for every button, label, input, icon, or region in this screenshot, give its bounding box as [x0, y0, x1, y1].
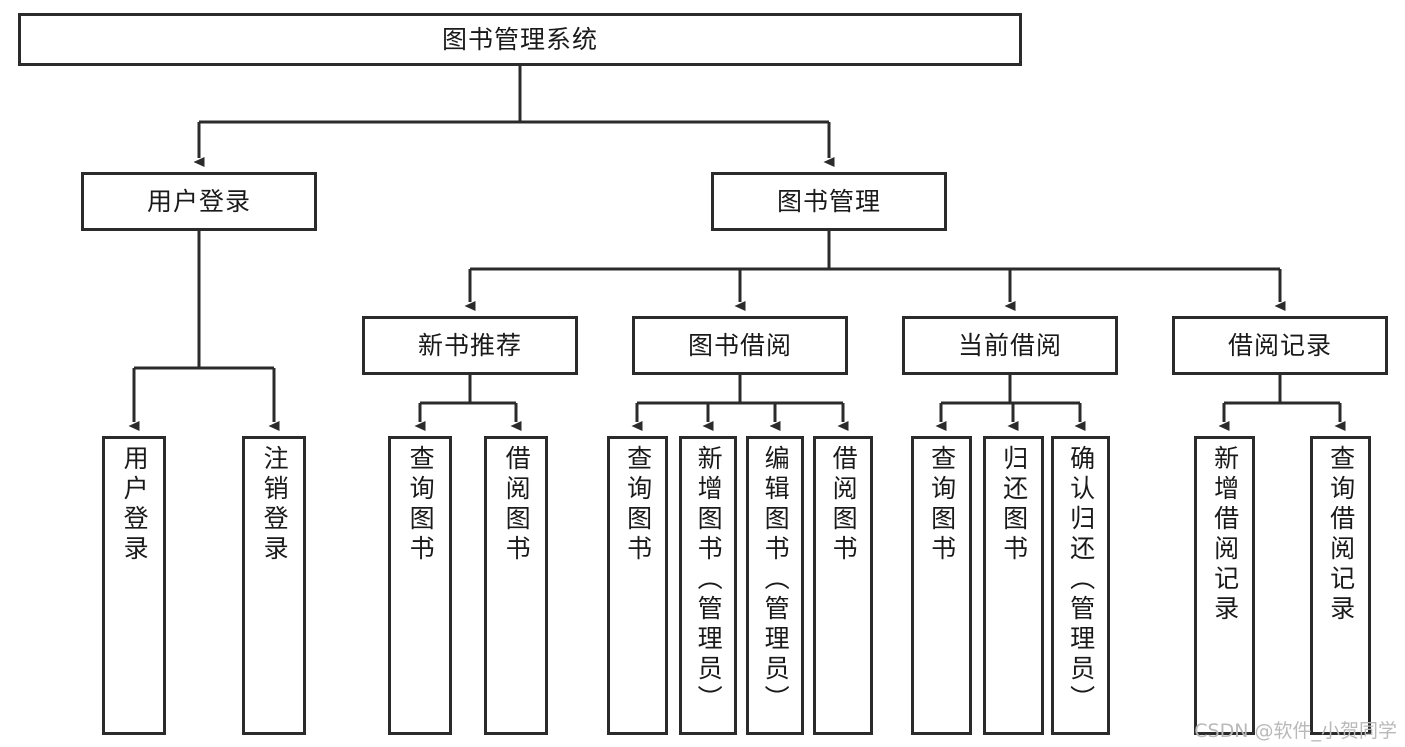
node-leaf-add-record[interactable]: 新增借阅记录 [1194, 436, 1255, 735]
node-leaf-return-book[interactable]: 归还图书 [983, 436, 1044, 735]
csdn-watermark: CSDN @软件_小贺同学 [1194, 720, 1397, 742]
node-label: 查询图书 [927, 445, 957, 565]
node-label: 查询借阅记录 [1326, 445, 1356, 625]
node-label: 查询图书 [406, 445, 436, 565]
node-label: 注销登录 [260, 445, 290, 565]
node-leaf-query-book-2[interactable]: 查询图书 [607, 436, 668, 735]
node-label: 借阅图书 [829, 445, 859, 565]
node-borrow-record[interactable]: 借阅记录 [1172, 316, 1388, 375]
node-label: 归还图书 [999, 445, 1029, 565]
node-current-borrow[interactable]: 当前借阅 [902, 316, 1118, 375]
node-user-login[interactable]: 用户登录 [81, 172, 317, 231]
node-leaf-borrow-book-2[interactable]: 借阅图书 [813, 436, 873, 735]
node-leaf-user-login[interactable]: 用户登录 [102, 436, 166, 735]
node-label: 新增借阅记录 [1210, 445, 1240, 625]
node-label: 用户登录 [120, 445, 150, 565]
node-leaf-confirm-return[interactable]: 确认归还（管理员） [1051, 436, 1110, 735]
node-label: 确认归还（管理员） [1066, 445, 1096, 715]
node-leaf-query-record[interactable]: 查询借阅记录 [1310, 436, 1371, 735]
node-label: 查询图书 [623, 445, 653, 565]
node-new-book-recommend[interactable]: 新书推荐 [362, 316, 578, 375]
node-label: 图书管理系统 [441, 24, 598, 54]
node-label: 用户登录 [146, 186, 251, 216]
node-book-management[interactable]: 图书管理 [711, 172, 947, 231]
node-leaf-logout-login[interactable]: 注销登录 [242, 436, 306, 735]
node-leaf-query-book-1[interactable]: 查询图书 [388, 436, 452, 735]
node-label: 当前借阅 [957, 330, 1062, 360]
node-leaf-add-book[interactable]: 新增图书（管理员） [679, 436, 737, 735]
node-label: 图书管理 [776, 186, 881, 216]
node-book-borrow[interactable]: 图书借阅 [632, 316, 848, 375]
node-leaf-borrow-book-1[interactable]: 借阅图书 [484, 436, 548, 735]
node-leaf-edit-book[interactable]: 编辑图书（管理员） [746, 436, 804, 735]
node-label: 借阅记录 [1227, 330, 1332, 360]
node-label: 新书推荐 [417, 330, 522, 360]
node-label: 图书借阅 [687, 330, 792, 360]
node-label: 编辑图书（管理员） [761, 445, 791, 715]
node-root-system[interactable]: 图书管理系统 [18, 13, 1022, 66]
node-label: 新增图书（管理员） [694, 445, 724, 715]
node-leaf-query-book-3[interactable]: 查询图书 [911, 436, 972, 735]
node-label: 借阅图书 [502, 445, 532, 565]
